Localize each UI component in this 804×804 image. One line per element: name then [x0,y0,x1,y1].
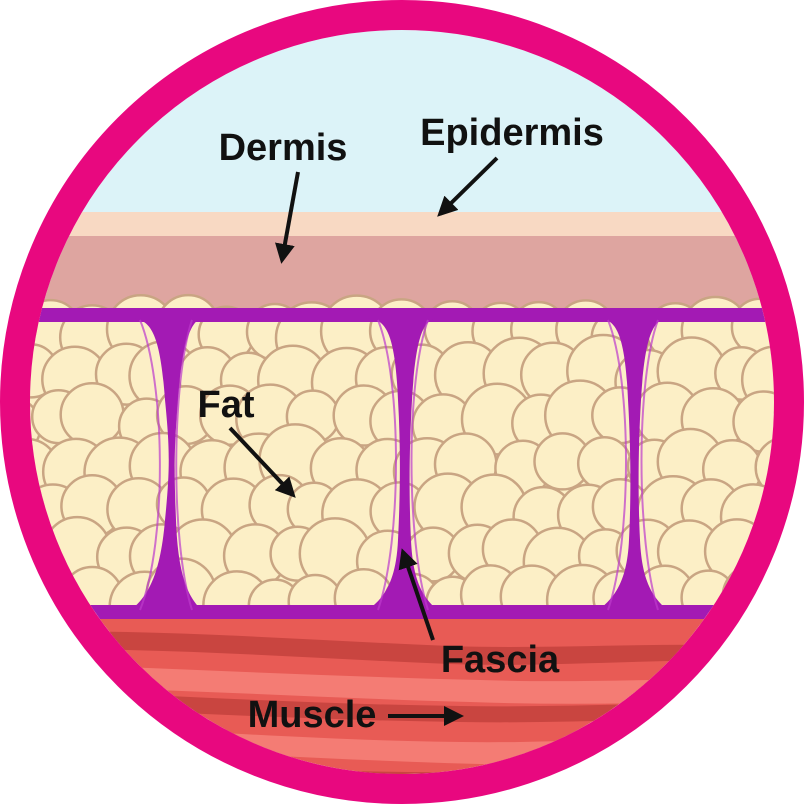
fascia-strands [30,308,774,619]
dermis-arrow [275,171,300,264]
label-epidermis: Epidermis [420,112,604,154]
label-muscle: Muscle [248,694,377,736]
fascia-top-band [30,308,774,322]
background-sky [30,30,774,215]
epidermis-arrow [437,156,499,217]
fat-cell [59,381,125,448]
fascia-arrow [398,548,435,641]
fat-arrow [228,426,296,498]
label-dermis: Dermis [219,127,348,169]
fat-cell [30,567,35,632]
fascia-column-right [596,318,670,612]
muscle-band-2 [30,662,774,704]
fascia-column-middle [365,318,440,612]
label-fascia: Fascia [441,639,560,681]
label-fat: Fat [198,384,255,426]
annotation-arrows [228,156,499,726]
epidermis-layer [30,212,774,238]
muscle-band-3 [30,688,774,723]
fascia-fibers [139,319,659,611]
labels: Dermis Epidermis Fat Fascia Muscle [198,112,604,736]
fascia-column-left [128,318,204,612]
muscle-band-1 [30,631,774,665]
